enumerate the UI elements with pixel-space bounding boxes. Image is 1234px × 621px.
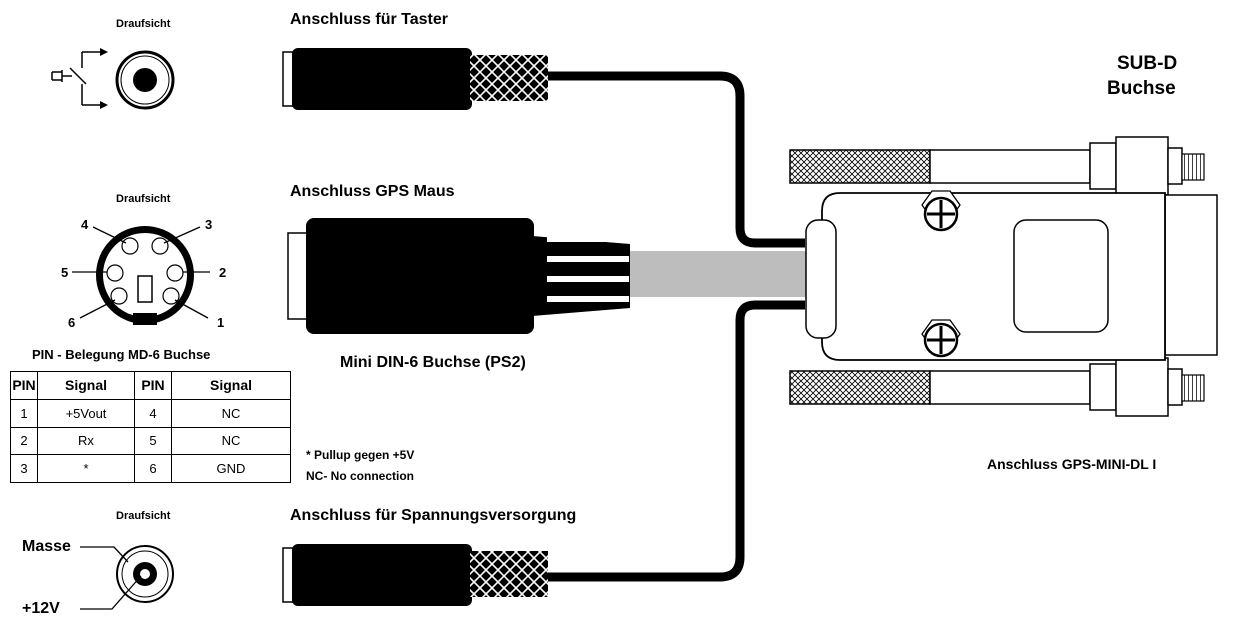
masse-label: Masse (22, 538, 71, 555)
din-pin-3: 3 (205, 217, 213, 232)
table-cell: 2 (10, 426, 38, 456)
table-cell: Rx (37, 426, 135, 456)
power-connector-label: Anschluss für Spannungsversorgung (290, 507, 577, 524)
note-pullup: * Pullup gegen +5V (306, 448, 415, 462)
top-view-label-2: Draufsicht (116, 193, 171, 205)
taster-plug (282, 48, 548, 110)
din-pin-5: 5 (61, 265, 69, 280)
top-view-label-1: Draufsicht (116, 18, 171, 30)
table-cell: 4 (134, 398, 172, 428)
table-cell: 5 (134, 426, 172, 456)
power-plug (282, 544, 548, 606)
gps-minidl-label: Anschluss GPS-MINI-DL I (987, 456, 1157, 472)
table-header: Signal (171, 371, 291, 400)
subd-label-line2: Buchse (1107, 78, 1176, 99)
mini-din-top-view (72, 226, 210, 325)
gps-connector-label: Anschluss GPS Maus (290, 183, 455, 200)
din-pin-6: 6 (68, 315, 76, 330)
note-nc: NC- No connection (306, 469, 414, 483)
table-row: 2 Rx 5 NC (10, 426, 291, 456)
push-button-symbol (51, 48, 108, 109)
screw-head-bottom (921, 319, 961, 358)
power-jack-top-view (80, 545, 174, 610)
subd-label-line1: SUB-D (1117, 53, 1178, 74)
table-cell: * (37, 454, 135, 483)
table-cell: +5Vout (37, 398, 135, 428)
table-row: 3 * 6 GND (10, 454, 291, 483)
subd-connector (789, 136, 1218, 417)
table-row: 1 +5Vout 4 NC (10, 398, 291, 428)
mini-din-plug (287, 218, 630, 334)
table-header: Signal (37, 371, 135, 400)
mini-din-label: Mini DIN-6 Buchse (PS2) (340, 354, 526, 371)
plus12v-label: +12V (22, 600, 60, 617)
din-pin-1: 1 (217, 315, 225, 330)
screw-head-top (921, 190, 961, 232)
table-cell: NC (171, 398, 291, 428)
top-view-label-3: Draufsicht (116, 510, 171, 522)
table-header: PIN (134, 371, 172, 400)
table-cell: 3 (10, 454, 38, 483)
table-cell: 6 (134, 454, 172, 483)
din-pin-2: 2 (219, 265, 227, 280)
gps-cable (625, 251, 810, 297)
pin-table-title: PIN - Belegung MD-6 Buchse (32, 347, 211, 362)
taster-connector-label: Anschluss für Taster (290, 11, 448, 28)
table-cell: 1 (10, 398, 38, 428)
table-cell: GND (171, 454, 291, 483)
table-cell: NC (171, 426, 291, 456)
cables (545, 71, 805, 582)
jack-top-view-1 (115, 50, 175, 110)
pin-assignment-table: PIN Signal PIN Signal 1 +5Vout 4 NC 2 Rx… (10, 371, 291, 483)
din-pin-4: 4 (81, 217, 89, 232)
table-header-row: PIN Signal PIN Signal (10, 371, 291, 400)
table-header: PIN (10, 371, 38, 400)
